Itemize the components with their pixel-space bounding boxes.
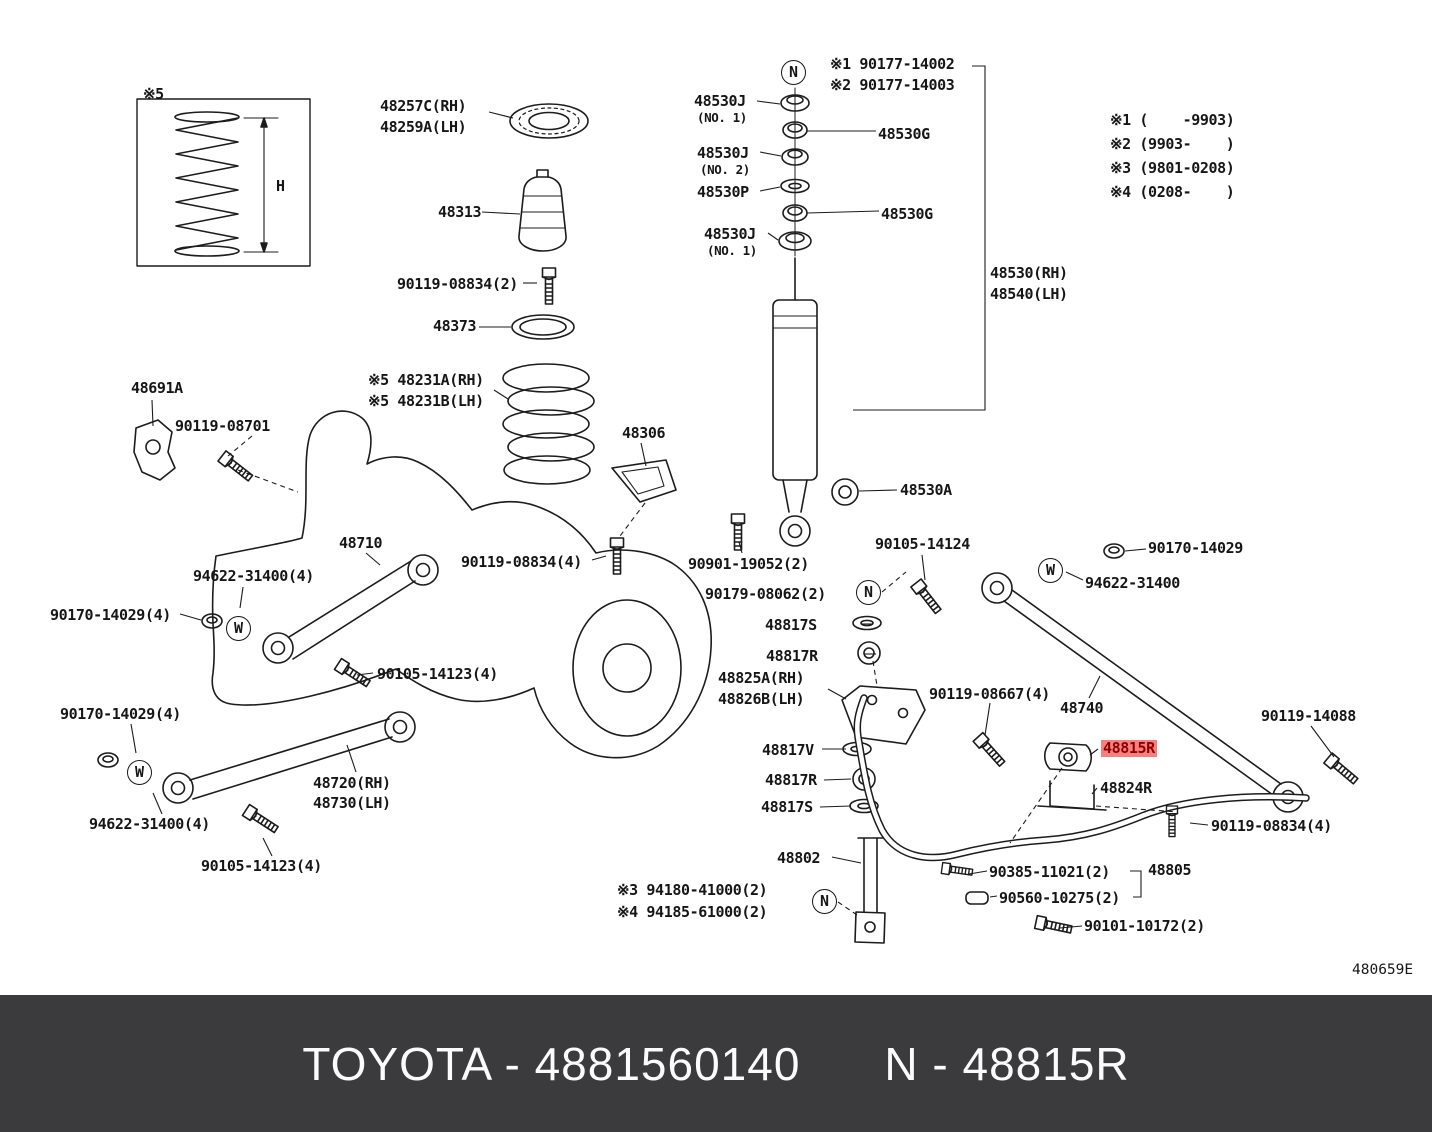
part-label: 90901-19052(2) bbox=[688, 555, 809, 573]
part-label: 48817V bbox=[762, 741, 814, 759]
diagram-code: 480659E bbox=[1352, 962, 1414, 978]
part-label: 90560-10275(2) bbox=[999, 889, 1120, 907]
part-label: 94622-31400 bbox=[1085, 574, 1180, 592]
circled-N: N bbox=[856, 580, 881, 605]
part-label: (NO. 1) bbox=[697, 110, 747, 125]
part-label: 48373 bbox=[433, 317, 477, 335]
part-label: 48740 bbox=[1060, 699, 1104, 717]
part-label: 48530P bbox=[697, 183, 749, 201]
part-label: 48306 bbox=[622, 424, 666, 442]
footer-bar: TOYOTA - 4881560140 N - 48815R bbox=[0, 995, 1432, 1132]
part-label: 48730(LH) bbox=[313, 794, 391, 812]
part-label: 48540(LH) bbox=[990, 285, 1068, 303]
part-label: 90105-14123(4) bbox=[377, 665, 498, 683]
part-label: 90385-11021(2) bbox=[989, 863, 1110, 881]
circled-N: N bbox=[812, 889, 837, 914]
part-label: 90179-08062(2) bbox=[705, 585, 826, 603]
part-label: ※5 48231A(RH) bbox=[368, 371, 484, 389]
part-label: 90119-08834(2) bbox=[397, 275, 518, 293]
part-label: 48817S bbox=[761, 798, 813, 816]
part-label: 48313 bbox=[438, 203, 482, 221]
inset-marker: ※5 bbox=[143, 85, 164, 103]
part-label: 48817R bbox=[766, 647, 818, 665]
part-label: 48802 bbox=[777, 849, 821, 867]
part-label: 48720(RH) bbox=[313, 774, 391, 792]
circled-N: N bbox=[781, 60, 806, 85]
highlighted-part-label: 48815R bbox=[1101, 739, 1157, 757]
part-label: 90105-14124 bbox=[875, 535, 970, 553]
part-label: 48826B(LH) bbox=[718, 690, 805, 708]
legend-line: ※2 (9903- ) bbox=[1110, 135, 1235, 153]
footer-part-ref: N - 48815R bbox=[884, 1037, 1130, 1090]
part-label: 90119-08834(4) bbox=[461, 553, 582, 571]
part-label: 48257C(RH) bbox=[380, 97, 467, 115]
circled-W: W bbox=[127, 760, 152, 785]
part-label: 90119-08701 bbox=[175, 417, 270, 435]
part-label: 48691A bbox=[131, 379, 183, 397]
part-label: 48530J bbox=[694, 92, 746, 110]
part-label: 94622-31400(4) bbox=[193, 567, 314, 585]
part-label: 48259A(LH) bbox=[380, 118, 467, 136]
part-label: 48824R bbox=[1100, 779, 1152, 797]
part-label: 48530G bbox=[881, 205, 933, 223]
part-label: (NO. 2) bbox=[700, 162, 750, 177]
part-label: 48825A(RH) bbox=[718, 669, 805, 687]
diagram-artwork bbox=[97, 65, 1361, 944]
part-label: 48817R bbox=[765, 771, 817, 789]
part-label: 48530J bbox=[704, 225, 756, 243]
legend-line: ※1 ( -9903) bbox=[1110, 111, 1235, 129]
part-label: 90119-08834(4) bbox=[1211, 817, 1332, 835]
part-label: 48530G bbox=[878, 125, 930, 143]
part-label: ※2 90177-14003 bbox=[830, 76, 955, 94]
part-label: 48817S bbox=[765, 616, 817, 634]
part-label: 90119-14088 bbox=[1261, 707, 1356, 725]
legend-line: ※3 (9801-0208) bbox=[1110, 159, 1235, 177]
part-label: 90170-14029(4) bbox=[50, 606, 171, 624]
circled-W: W bbox=[1038, 558, 1063, 583]
footer-part-number: TOYOTA - 4881560140 bbox=[302, 1037, 801, 1090]
part-label: ※4 94185-61000(2) bbox=[617, 903, 768, 921]
part-label: 94622-31400(4) bbox=[89, 815, 210, 833]
part-label: 90170-14029(4) bbox=[60, 705, 181, 723]
part-label: ※1 90177-14002 bbox=[830, 55, 955, 73]
part-label: 48530J bbox=[697, 144, 749, 162]
part-label: 48710 bbox=[339, 534, 383, 552]
circled-W: W bbox=[226, 616, 251, 641]
legend-line: ※4 (0208- ) bbox=[1110, 183, 1235, 201]
part-label: 90105-14123(4) bbox=[201, 857, 322, 875]
part-label: 90170-14029 bbox=[1148, 539, 1243, 557]
part-label: (NO. 1) bbox=[707, 243, 757, 258]
part-label: 48530(RH) bbox=[990, 264, 1068, 282]
part-label: 90119-08667(4) bbox=[929, 685, 1050, 703]
part-label: 48530A bbox=[900, 481, 952, 499]
inset-dimension: H bbox=[276, 177, 285, 195]
part-label: ※3 94180-41000(2) bbox=[617, 881, 768, 899]
part-label: 90101-10172(2) bbox=[1084, 917, 1205, 935]
part-label: ※5 48231B(LH) bbox=[368, 392, 484, 410]
part-label: 48805 bbox=[1148, 861, 1192, 879]
